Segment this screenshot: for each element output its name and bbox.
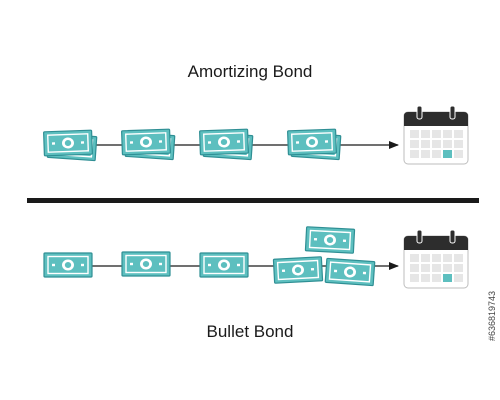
money-bill-stack-icon <box>122 129 175 159</box>
amortizing-timeline <box>44 105 469 165</box>
stock-id-watermark: #636819743 <box>484 232 500 400</box>
money-bill-stack-icon <box>200 129 253 159</box>
calendar-icon <box>403 105 469 165</box>
bullet-bond-title: Bullet Bond <box>206 322 294 341</box>
bullet-timeline <box>43 226 469 289</box>
money-bill-stack-icon <box>44 130 97 160</box>
stock-id-label: #636819743 <box>487 290 497 342</box>
money-bill-pile-icon <box>272 226 376 287</box>
money-bill-stack-icon <box>288 129 341 159</box>
calendar-icon <box>403 229 469 289</box>
money-bill-icon <box>199 252 249 278</box>
divider <box>27 198 479 203</box>
money-bill-icon <box>121 251 171 277</box>
amortizing-bond-title: Amortizing Bond <box>187 62 313 81</box>
money-bill-icon <box>43 252 93 278</box>
